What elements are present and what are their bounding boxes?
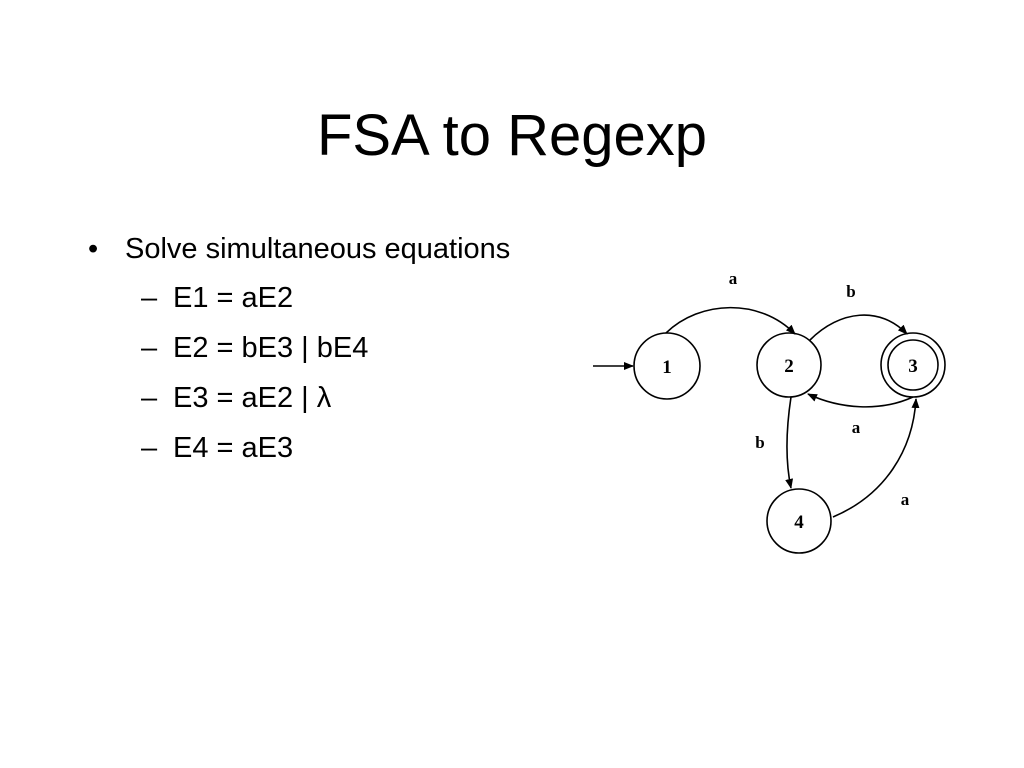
- slide-title: FSA to Regexp: [316, 103, 708, 168]
- transition-1-to-2: [665, 306, 796, 335]
- transition-1-2-label: a: [729, 269, 738, 288]
- equation-item: – E1 = aE2: [141, 278, 368, 328]
- state-1-label: 1: [662, 357, 672, 378]
- state-3: 3: [880, 332, 946, 398]
- equation-item: – E3 = aE2 | λ: [141, 378, 368, 428]
- equation-item: – E2 = bE3 | bE4: [141, 328, 368, 378]
- equation-list: – E1 = aE2 – E2 = bE3 | bE4 – E3 = aE2 |…: [141, 278, 368, 478]
- equation-text: E3 = aE2 | λ: [173, 382, 332, 414]
- transition-2-to-4: [785, 396, 794, 489]
- state-3-label: 3: [908, 356, 918, 377]
- transition-2-4-label: b: [755, 433, 764, 452]
- equation-text: E2 = bE3 | bE4: [173, 332, 369, 364]
- dash-marker: –: [141, 282, 158, 314]
- bullet-list: • Solve simultaneous equations – E1 = aE…: [88, 229, 510, 464]
- transition-2-to-3: [809, 314, 908, 341]
- equation-item: – E4 = aE3: [141, 428, 368, 478]
- state-2: 2: [756, 332, 822, 398]
- state-1: 1: [633, 332, 701, 400]
- dash-marker: –: [141, 382, 158, 414]
- dash-marker: –: [141, 332, 158, 364]
- transition-4-to-3: [832, 398, 920, 518]
- state-4-label: 4: [794, 512, 804, 533]
- transition-2-3-label: b: [846, 282, 855, 301]
- transition-4-3-label: a: [901, 490, 910, 509]
- equation-text: E4 = aE3: [173, 432, 294, 464]
- transition-3-to-2: [807, 393, 914, 408]
- dash-marker: –: [141, 432, 158, 464]
- equation-text: E1 = aE2: [173, 282, 294, 314]
- bullet-text: Solve simultaneous equations: [125, 233, 511, 265]
- state-4: 4: [766, 488, 832, 554]
- state-2-label: 2: [784, 356, 794, 377]
- bullet-marker: •: [88, 233, 99, 265]
- bullet-item: • Solve simultaneous equations: [88, 229, 510, 269]
- transition-3-2-label: a: [852, 418, 861, 437]
